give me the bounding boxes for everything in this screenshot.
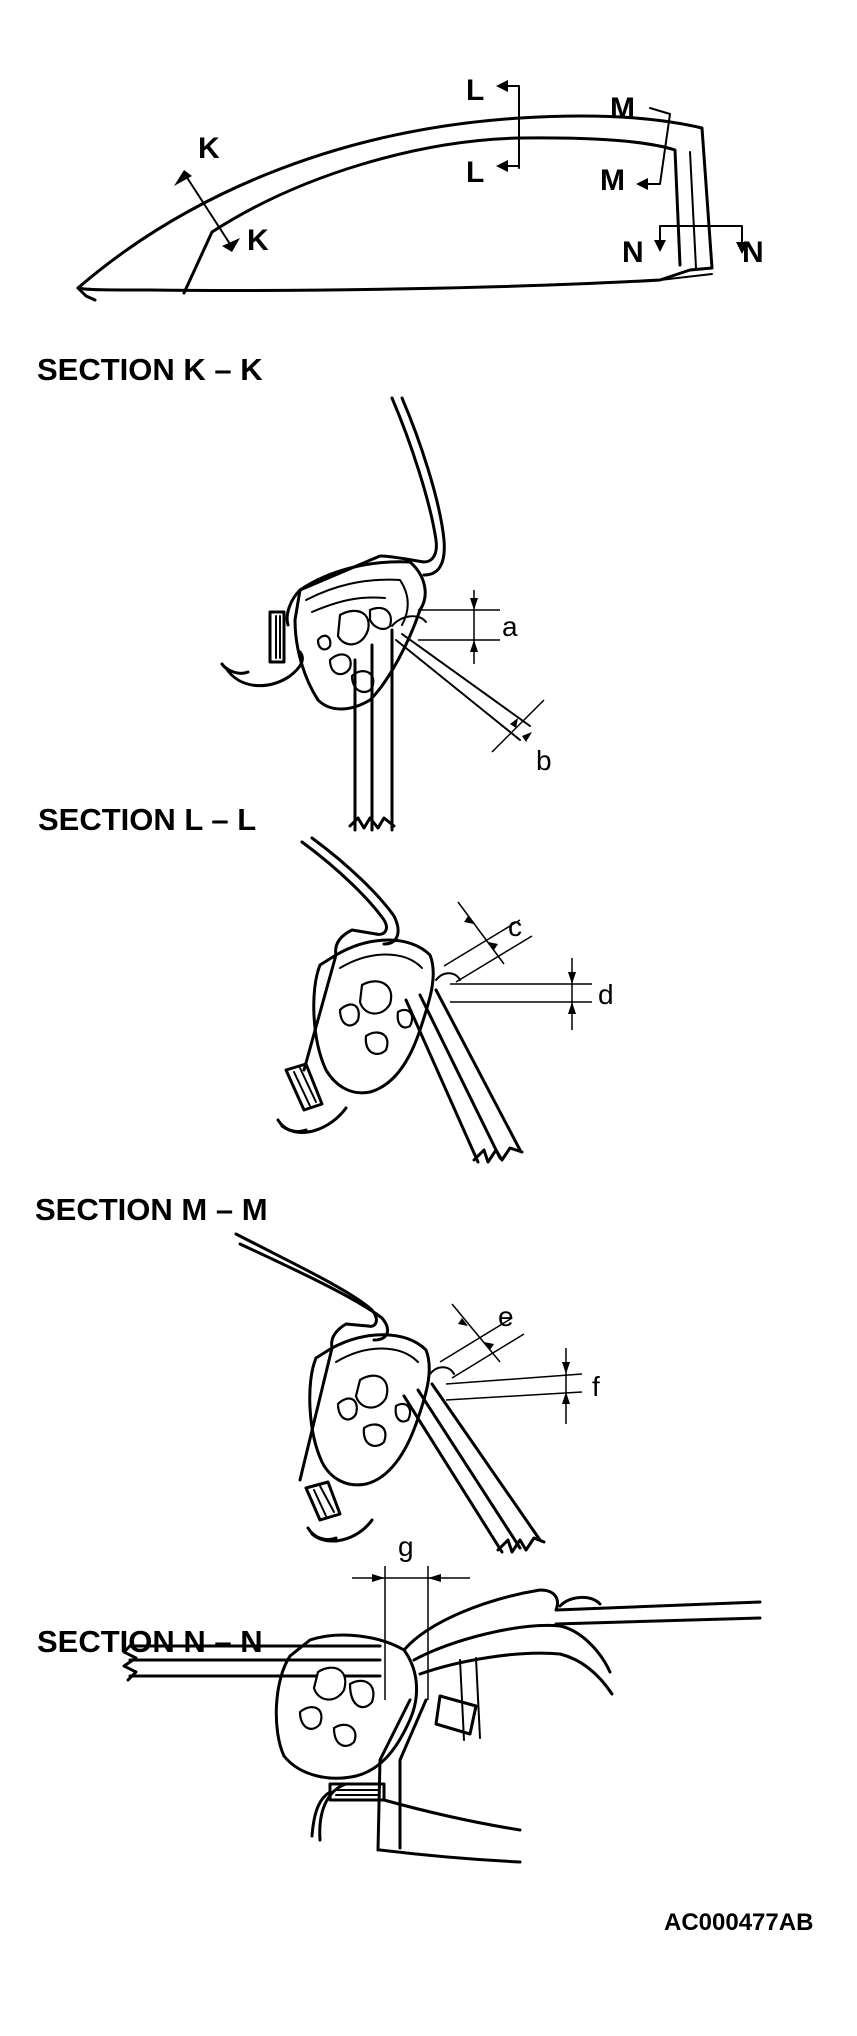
k-top-label: K — [198, 132, 220, 165]
section-k-drawing: a b — [220, 396, 552, 832]
section-l-drawing: c d — [276, 836, 614, 1164]
dim-e-label: e — [498, 1301, 514, 1332]
door-overview: K K L L M M N N — [76, 74, 764, 302]
dim-c-label: c — [508, 911, 522, 942]
section-m-title: SECTION M – M — [35, 1192, 268, 1227]
m-bottom-label: M — [600, 164, 625, 197]
dim-b-label: b — [536, 745, 552, 776]
l-top-label: L — [466, 74, 484, 107]
k-bottom-label: K — [247, 224, 269, 257]
section-m-drawing: e f — [234, 1232, 600, 1554]
l-bottom-label: L — [466, 156, 484, 189]
m-top-label: M — [610, 92, 635, 125]
dim-a-label: a — [502, 611, 518, 642]
section-n-drawing: g — [122, 1531, 762, 1864]
figure-code: AC000477AB — [664, 1909, 813, 1936]
section-n-title: SECTION N – N — [37, 1624, 263, 1659]
dim-d-label: d — [598, 979, 614, 1010]
dim-g-label: g — [398, 1531, 414, 1562]
dim-f-label: f — [592, 1371, 600, 1402]
n-left-label: N — [622, 236, 644, 269]
section-l-title: SECTION L – L — [38, 802, 256, 837]
section-k-title: SECTION K – K — [37, 352, 263, 387]
n-right-label: N — [742, 236, 764, 269]
